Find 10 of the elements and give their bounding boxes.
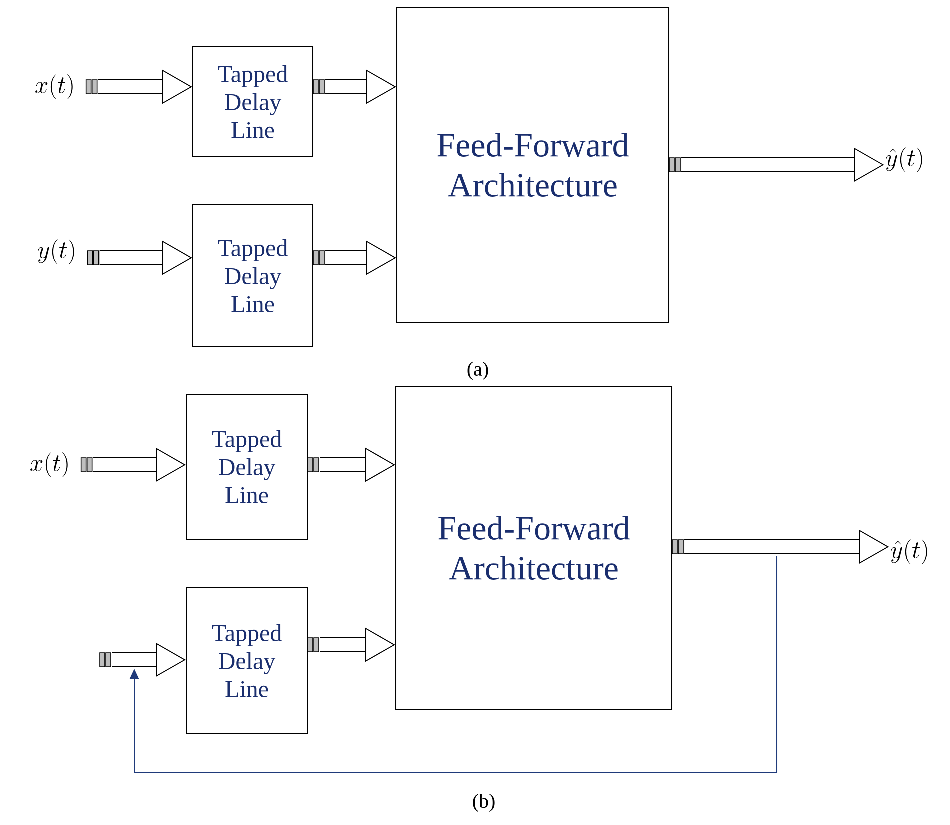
architecture-box: Feed-Forward Architecture (396, 7, 670, 323)
signal-label: $x(t)$ (30, 452, 68, 478)
signal-label: $x(t)$ (36, 74, 73, 100)
signal-label: $\hat{y}(t)$ (891, 540, 928, 564)
signal-label: $\hat{y}(t)$ (886, 148, 922, 172)
panel-caption: (b) (473, 794, 495, 812)
architecture-box: Feed-Forward Architecture (396, 386, 672, 710)
panel-caption: (a) (468, 362, 488, 380)
signal-label: $y(t)$ (38, 240, 74, 264)
feedback-arrow (130, 556, 778, 774)
